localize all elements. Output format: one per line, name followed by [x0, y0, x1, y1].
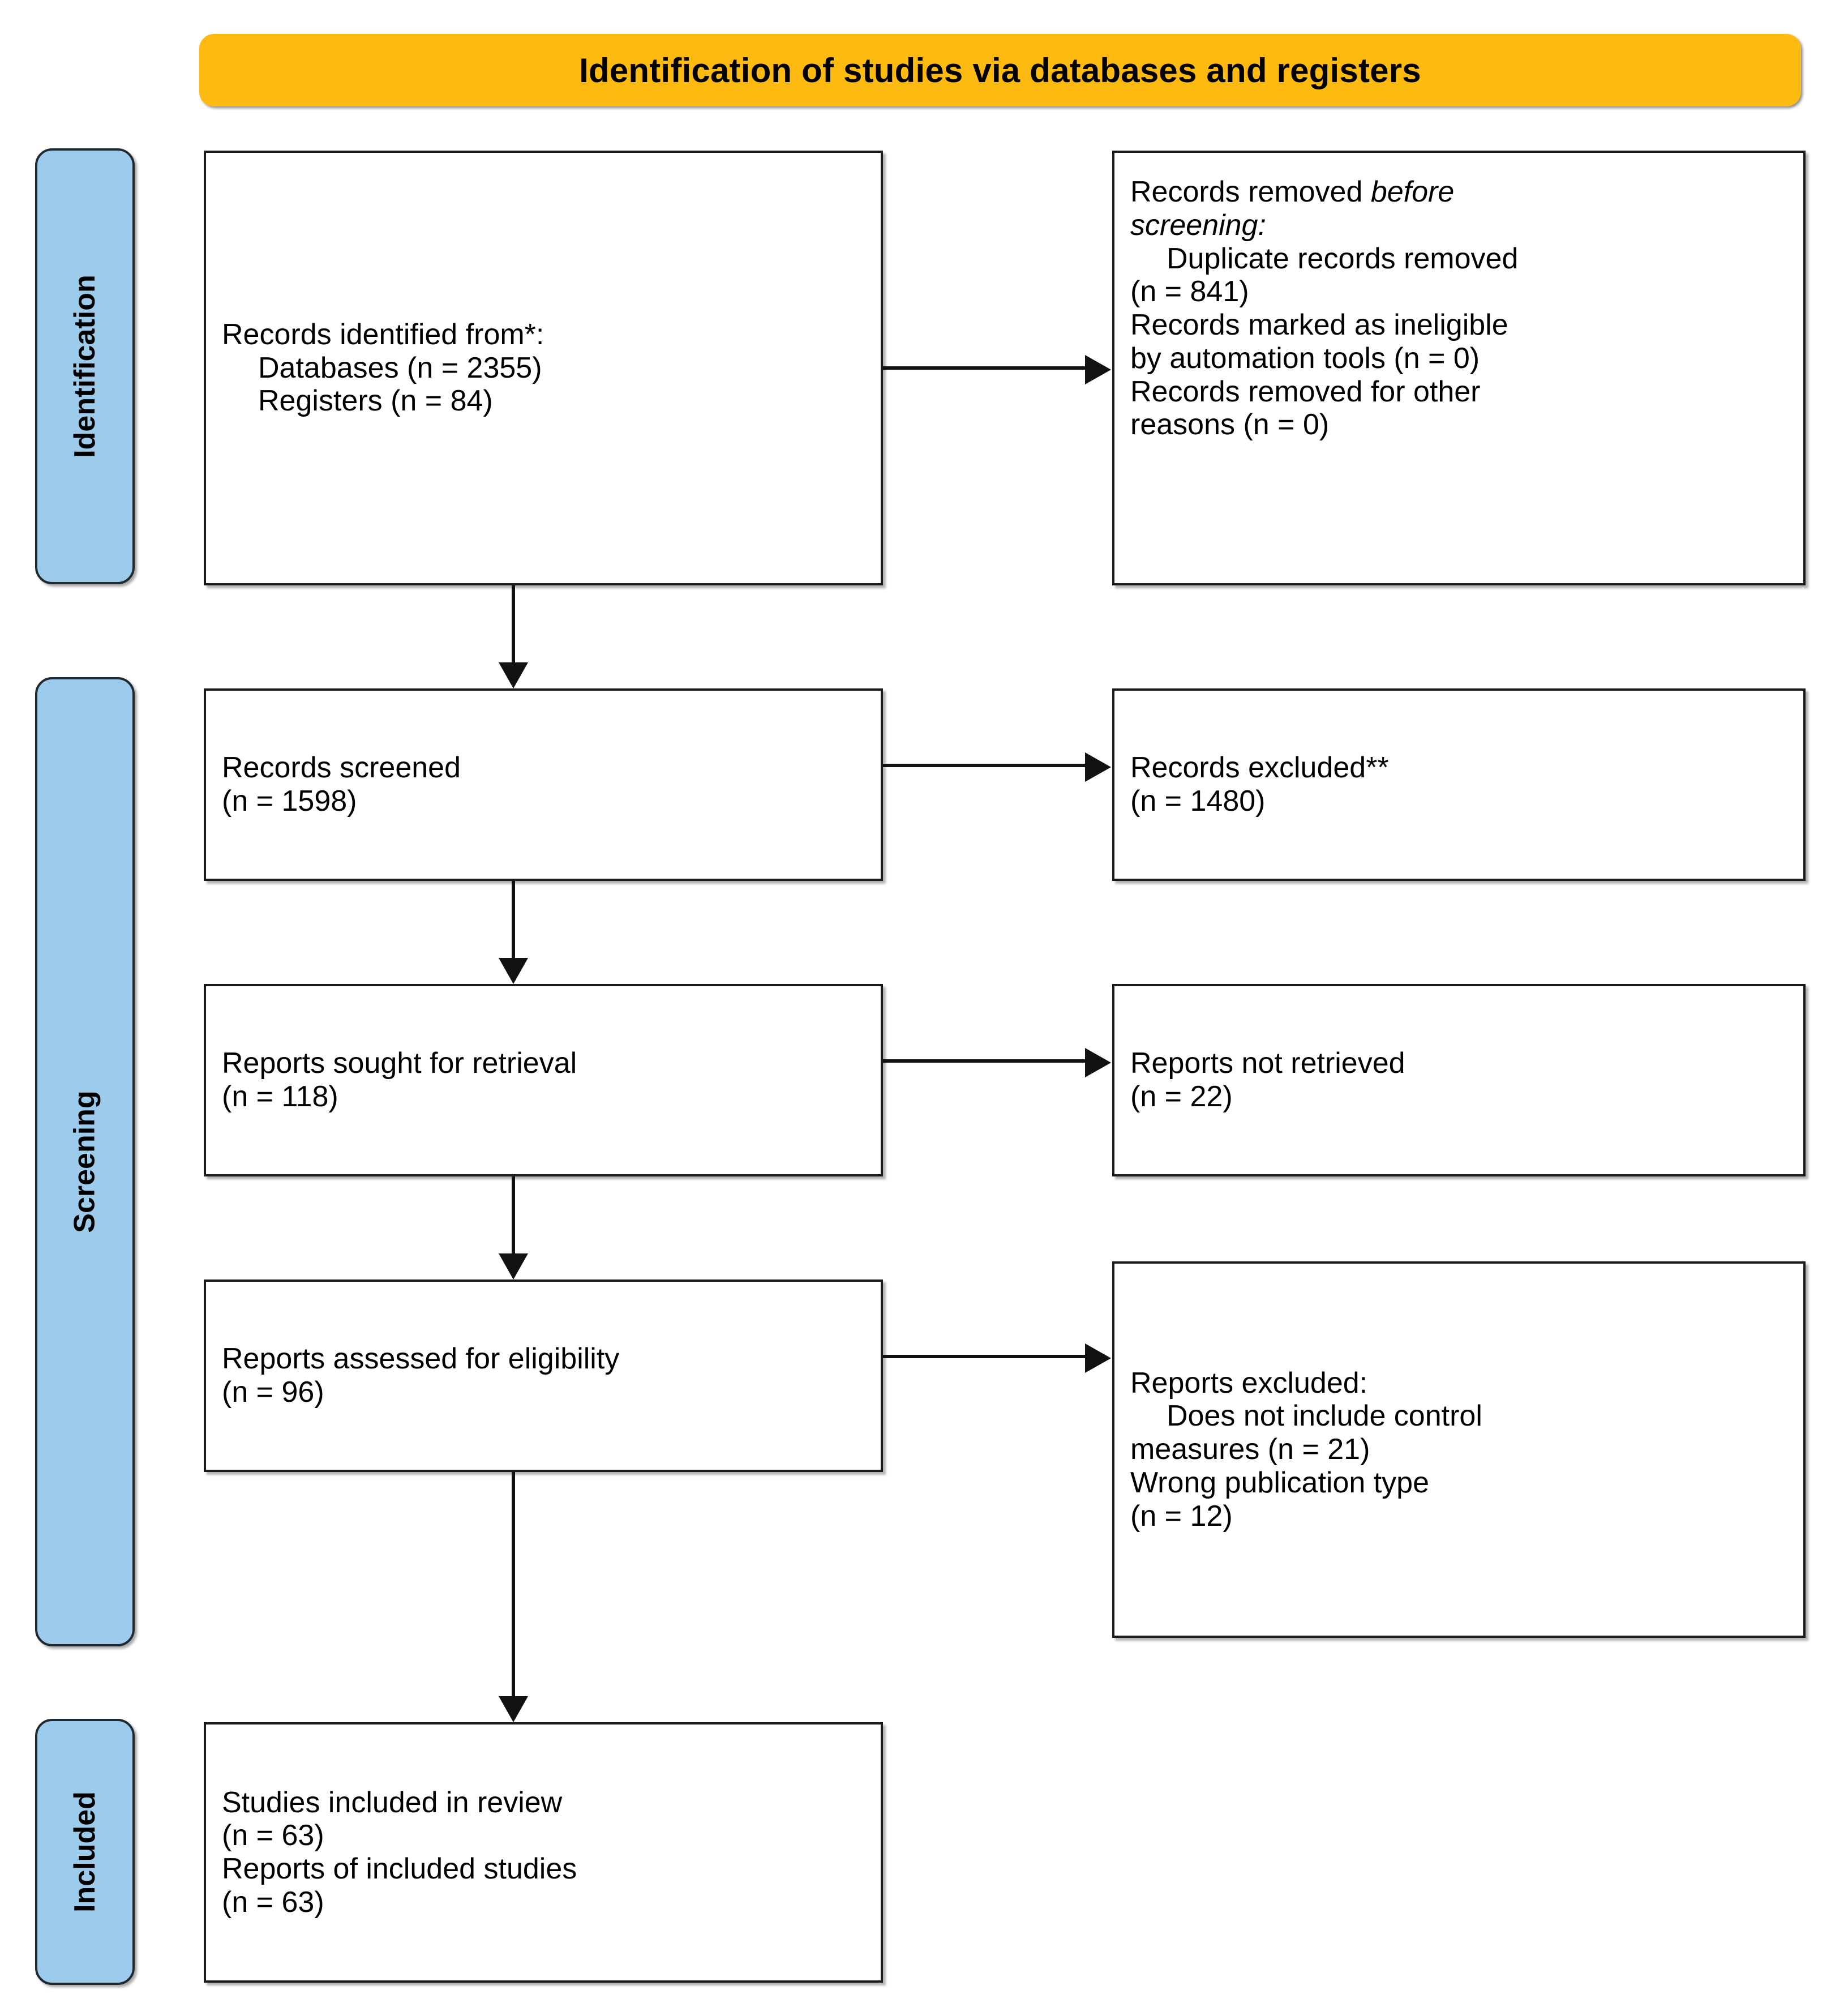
box-line: by automation tools (n = 0) — [1130, 341, 1480, 375]
connector-line-screened-to-excluded — [883, 764, 1085, 767]
box-line: Databases (n = 2355) — [258, 351, 542, 384]
box-line: (n = 96) — [222, 1376, 324, 1409]
stage-bar-included: Included — [35, 1719, 135, 1985]
arrow-assessed-to-included — [499, 1696, 528, 1722]
box-line-italic: before — [1370, 176, 1455, 208]
box-reports-not-retrieved: Reports not retrieved (n = 22) — [1112, 984, 1806, 1176]
box-line: (n = 63) — [222, 1819, 324, 1852]
connector-line-sought-to-not-retrieved — [883, 1059, 1085, 1063]
box-line: (n = 1598) — [222, 785, 357, 818]
box-line: (n = 63) — [222, 1885, 324, 1919]
box-line: Does not include control — [1167, 1400, 1482, 1433]
box-line: Reports of included studies — [222, 1852, 577, 1885]
box-studies-included-in-review: Studies included in review (n = 63) Repo… — [204, 1722, 883, 1983]
arrow-identified-to-removed — [1085, 355, 1111, 384]
box-line: Registers (n = 84) — [258, 384, 493, 418]
box-line: (n = 841) — [1130, 275, 1249, 309]
connector-line-identified-to-screened — [512, 585, 515, 665]
box-line: Reports assessed for eligibility — [222, 1342, 620, 1376]
stage-bar-screening-label: Screening — [68, 1090, 102, 1233]
arrow-screened-to-sought — [499, 958, 528, 984]
arrow-identified-to-screened — [499, 662, 528, 688]
box-records-identified: Records identified from*: Databases (n =… — [204, 151, 883, 585]
box-line: Records marked as ineligible — [1130, 309, 1508, 341]
box-line: Wrong publication type — [1130, 1466, 1430, 1499]
box-line-text: Records removed — [1130, 176, 1371, 208]
box-line: Records removed for other — [1130, 375, 1481, 408]
box-records-excluded: Records excluded** (n = 1480) — [1112, 688, 1806, 881]
box-line: Reports not retrieved — [1130, 1047, 1405, 1080]
box-line: Records removed before — [1130, 176, 1787, 209]
connector-line-assessed-to-reports-excluded — [883, 1355, 1085, 1358]
stage-banner-identification: Identification of studies via databases … — [199, 34, 1801, 106]
box-line: (n = 118) — [222, 1080, 338, 1113]
box-line: Reports excluded: — [1130, 1366, 1368, 1400]
box-line: (n = 22) — [1130, 1080, 1233, 1113]
arrow-assessed-to-reports-excluded — [1085, 1343, 1111, 1373]
box-line: Records identified from*: — [222, 318, 544, 351]
arrow-sought-to-assessed — [499, 1253, 528, 1279]
box-records-removed-before-screening: Records removed before screening: Duplic… — [1112, 151, 1806, 585]
box-line: Records screened — [222, 751, 461, 785]
box-line: Studies included in review — [222, 1786, 563, 1819]
box-line: reasons (n = 0) — [1130, 408, 1330, 442]
connector-line-assessed-to-included — [512, 1472, 515, 1698]
box-line: (n = 12) — [1130, 1499, 1233, 1533]
box-records-screened: Records screened (n = 1598) — [204, 688, 883, 881]
arrow-sought-to-not-retrieved — [1085, 1048, 1111, 1077]
box-reports-sought-for-retrieval: Reports sought for retrieval (n = 118) — [204, 984, 883, 1176]
stage-bar-identification-label: Identification — [68, 275, 101, 458]
connector-line-sought-to-assessed — [512, 1176, 515, 1256]
stage-bar-identification: Identification — [35, 148, 135, 584]
box-line: Records excluded** — [1130, 751, 1389, 785]
stage-bar-screening: Screening — [35, 677, 135, 1646]
box-line: measures (n = 21) — [1130, 1433, 1370, 1466]
box-line: screening: — [1130, 208, 1266, 242]
stage-bar-included-label: Included — [68, 1791, 102, 1912]
box-line: Duplicate records removed — [1167, 242, 1519, 275]
connector-line-identified-to-removed — [883, 366, 1085, 370]
box-line: (n = 1480) — [1130, 785, 1266, 818]
banner-title: Identification of studies via databases … — [579, 51, 1421, 89]
connector-line-screened-to-sought — [512, 881, 515, 960]
arrow-screened-to-excluded — [1085, 752, 1111, 782]
box-reports-excluded: Reports excluded: Does not include contr… — [1112, 1261, 1806, 1638]
box-line: Reports sought for retrieval — [222, 1047, 577, 1080]
box-reports-assessed-for-eligibility: Reports assessed for eligibility (n = 96… — [204, 1279, 883, 1472]
